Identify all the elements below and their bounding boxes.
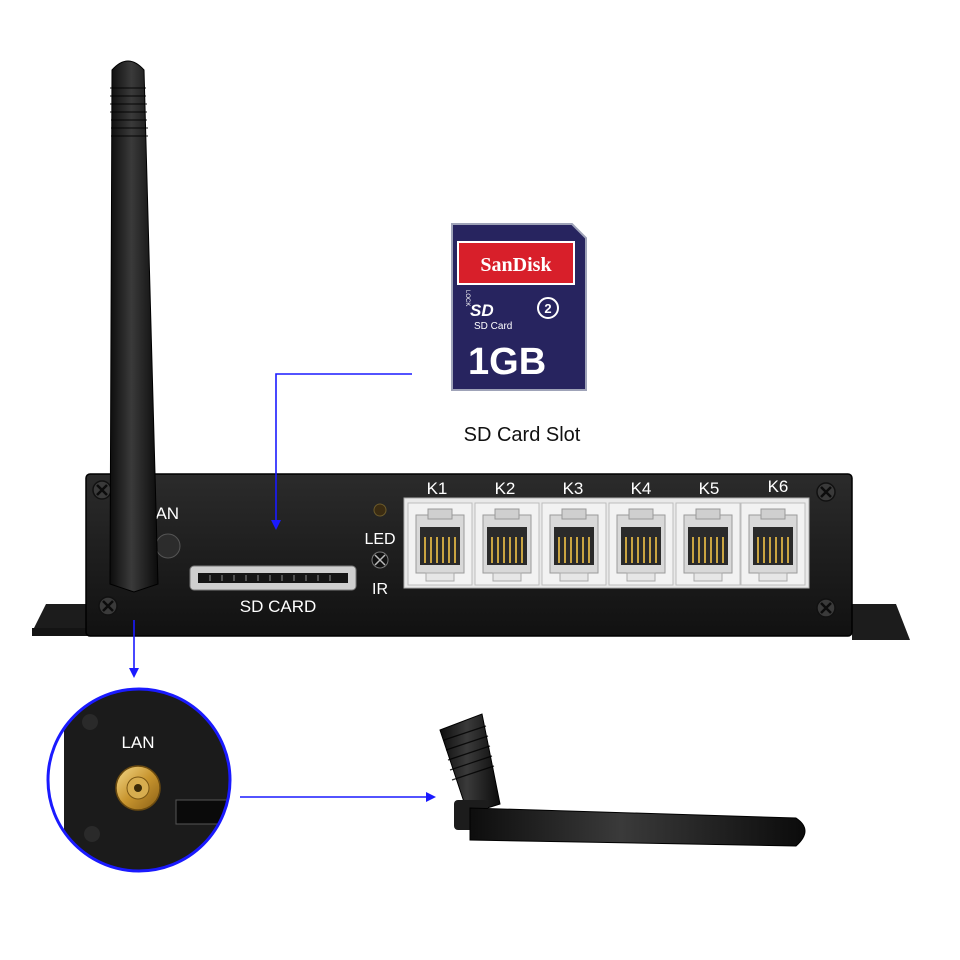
rj-port-k4[interactable] [608,502,674,586]
sd-logo: SD [470,301,494,320]
rj-port-k2[interactable] [474,502,540,586]
sd-slot-label: SD CARD [240,597,317,616]
screw-top-left-icon [91,479,113,501]
screw-bottom-right-icon [815,597,837,619]
sd-card-brand: SanDisk [480,254,552,276]
lan-zoom-inset: LAN [46,687,232,873]
port-label-k5: K5 [699,479,720,498]
port-label-k4: K4 [631,479,652,498]
detached-antenna-icon [439,713,806,847]
ir-label: IR [372,581,388,598]
rj-port-row [403,497,810,589]
port-label-k3: K3 [563,479,584,498]
class-2-icon [537,297,559,319]
arrow-to-sd-slot-icon [271,373,412,530]
sd-card-slot[interactable] [189,565,357,591]
led-label: LED [364,531,395,548]
sd-slot-caption: SD Card Slot [464,424,581,446]
left-mounting-flange [32,604,96,632]
led-indicator-icon [373,503,387,517]
right-mounting-flange [852,604,910,640]
port-label-k1: K1 [427,479,448,498]
rj-port-k6[interactable] [740,502,806,586]
rj-port-k3[interactable] [541,502,607,586]
sd-lock-label: LOCK [464,290,470,306]
sd-capacity: 1GB [468,341,546,383]
antenna-icon [109,60,159,593]
sd-type-label: SD Card [474,321,512,332]
rj-port-k1[interactable] [407,502,473,586]
screw-bottom-left-icon [97,595,119,617]
rj-port-k5[interactable] [675,502,741,586]
screw-top-right-icon [815,481,837,503]
lan-connector-icon [155,533,181,559]
sd-class-mark: 2 [544,301,551,316]
port-label-k6: K6 [768,477,789,496]
port-label-k2: K2 [495,479,516,498]
sd-card-label-band [457,241,575,285]
sd-card: SanDisk SD 2 SD Card LOCK 1GB [451,223,587,391]
zoom-lan-label: LAN [121,733,154,752]
